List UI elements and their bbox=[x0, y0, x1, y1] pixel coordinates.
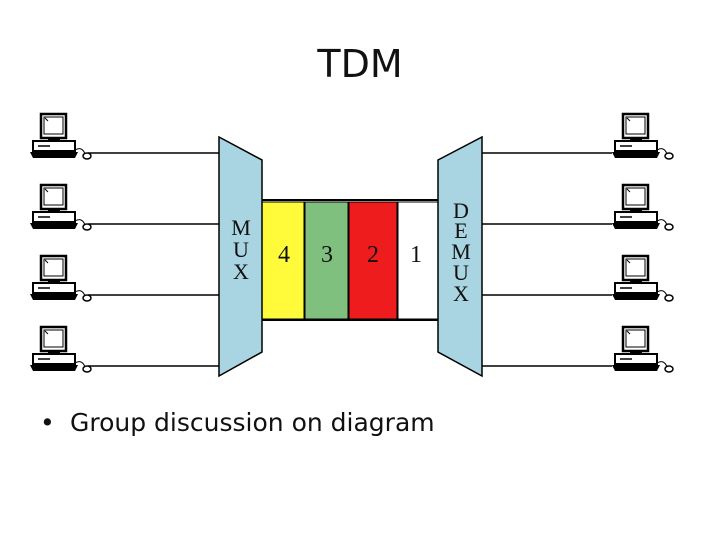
mux-letter: X bbox=[233, 259, 249, 284]
time-slot bbox=[261, 201, 305, 320]
time-slot bbox=[304, 201, 349, 320]
right-links bbox=[482, 152, 612, 367]
demux-letter: D bbox=[453, 198, 469, 223]
slot-label: 4 bbox=[278, 242, 290, 268]
computer-icon bbox=[28, 183, 93, 232]
demultiplexer: D E M U X bbox=[437, 135, 483, 378]
bullet-item: • Group discussion on diagram bbox=[40, 408, 435, 437]
multiplexer: M U X bbox=[218, 135, 263, 378]
computer-icon bbox=[28, 112, 93, 161]
computer-icon bbox=[28, 325, 93, 374]
bullet-text: Group discussion on diagram bbox=[70, 408, 435, 437]
mux-letter: U bbox=[233, 237, 249, 262]
page-title: TDM bbox=[317, 42, 403, 86]
demux-letter: M bbox=[451, 239, 471, 264]
time-slot bbox=[397, 201, 439, 320]
slot-label: 2 bbox=[367, 242, 379, 268]
computer-icon bbox=[610, 254, 675, 303]
computer-icon bbox=[28, 254, 93, 303]
computer-icon bbox=[610, 325, 675, 374]
time-slot bbox=[348, 201, 398, 320]
bullet-marker: • bbox=[40, 408, 55, 437]
mux-letter: M bbox=[231, 215, 251, 240]
demux-letter: X bbox=[453, 281, 469, 306]
right-terminals bbox=[610, 112, 675, 374]
time-slot-frame: 4 3 2 1 bbox=[261, 199, 439, 321]
slot-label: 3 bbox=[321, 242, 333, 268]
computer-icon bbox=[610, 112, 675, 161]
demux-letter: U bbox=[453, 260, 469, 285]
left-terminals bbox=[28, 112, 93, 374]
demux-letter: E bbox=[454, 218, 467, 243]
slot-label: 1 bbox=[410, 242, 422, 268]
left-links bbox=[88, 152, 220, 367]
computer-icon bbox=[610, 183, 675, 232]
